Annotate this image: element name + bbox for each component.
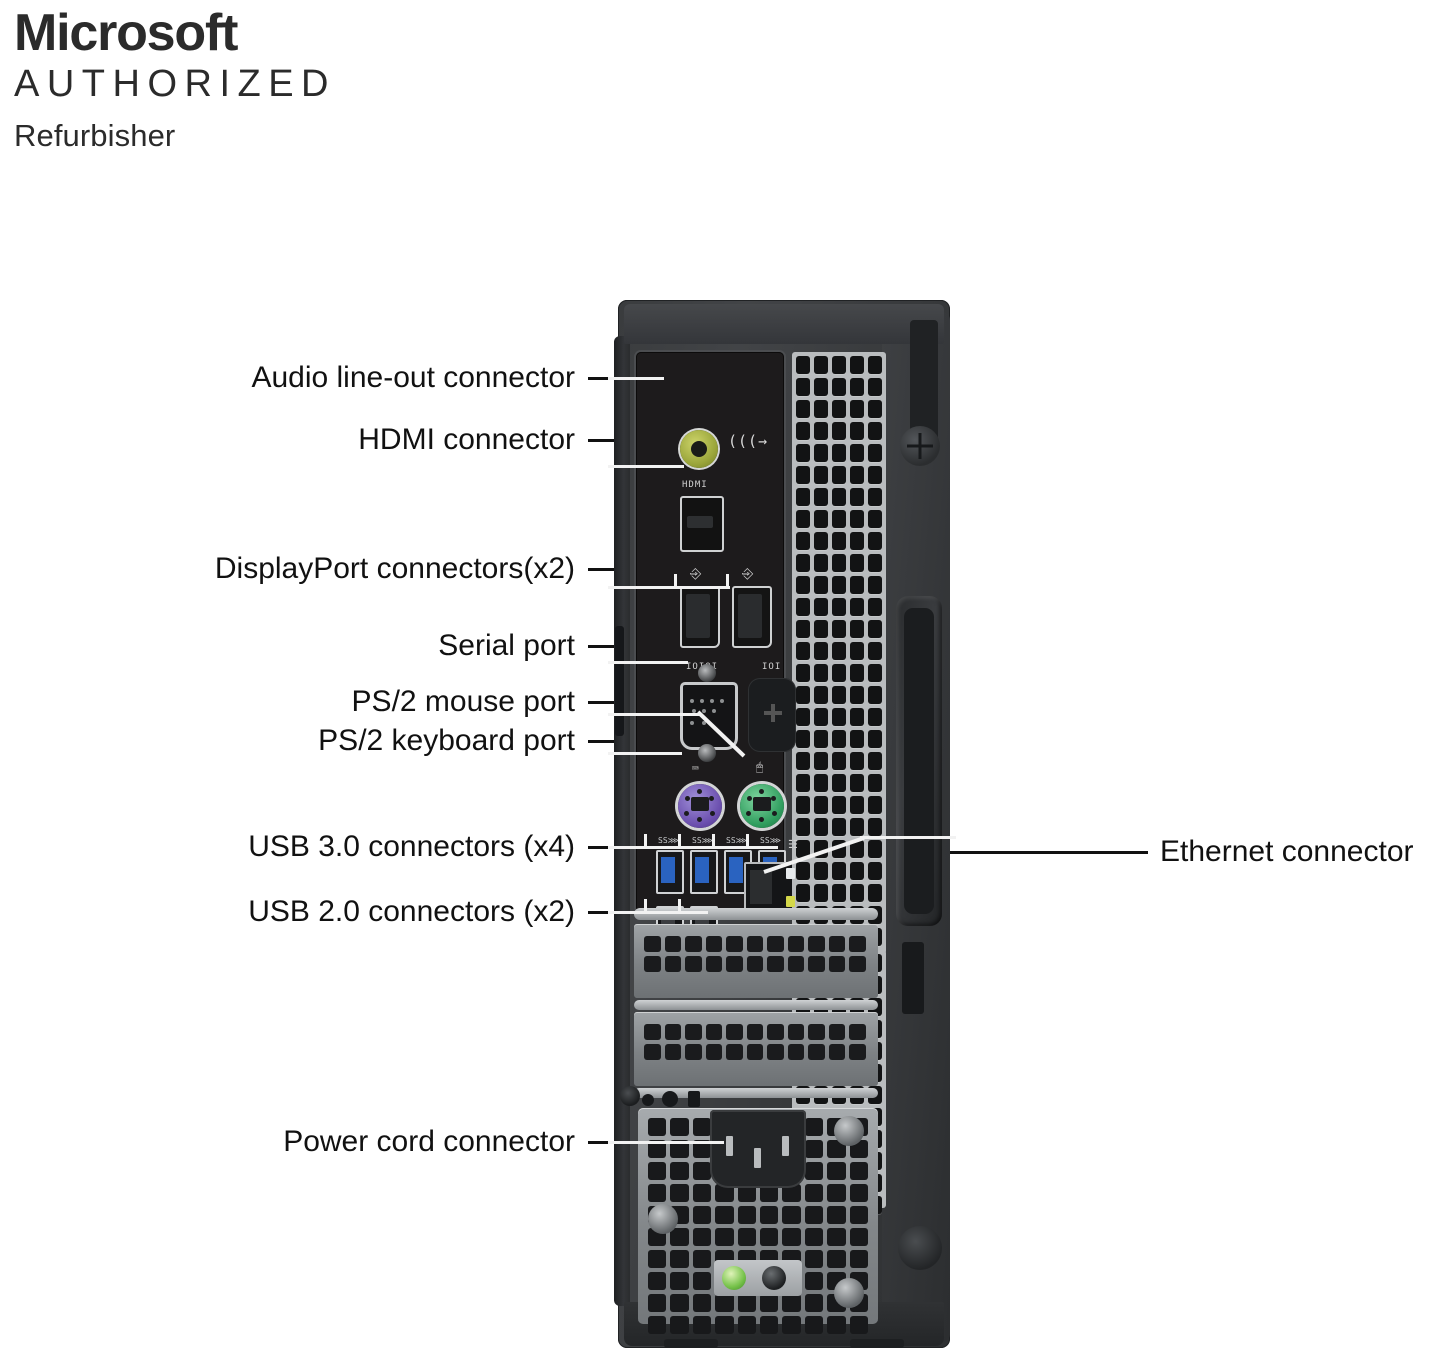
badge-role: Refurbisher — [14, 118, 176, 153]
expansion-bracket-1 — [634, 924, 878, 998]
microsoft-authorized-refurbisher-badge: Microsoft AUTHORIZED Refurbisher — [14, 4, 434, 156]
leader-white-usb20-t2 — [678, 899, 681, 913]
callout-label-usb20: USB 2.0 connectors (x2) — [248, 895, 575, 928]
audio-line-out-icon: (((→ — [728, 432, 769, 450]
badge-program: AUTHORIZED — [14, 63, 336, 105]
power-cord-connector[interactable] — [710, 1110, 806, 1188]
hdmi-port[interactable] — [680, 496, 724, 552]
ethernet-link-led — [786, 896, 795, 907]
leader-white-power — [608, 1141, 724, 1144]
chassis-left-edge — [614, 336, 630, 1306]
chassis-rivet — [620, 1086, 640, 1106]
chassis-handle-recess — [904, 608, 934, 914]
leader-white-usb30-h — [608, 846, 778, 849]
serial-screw-bottom-icon — [698, 744, 716, 762]
chassis-release-knob[interactable] — [898, 1226, 942, 1270]
callout-label-ethernet: Ethernet connector — [1160, 835, 1414, 868]
psu-screw-left[interactable] — [648, 1204, 678, 1234]
ethernet-icon: ☷ — [788, 838, 799, 851]
leader-white-usb30-t2 — [678, 834, 681, 848]
vga-marking-icon: IOI — [762, 662, 782, 672]
thumbscrew-icon[interactable] — [900, 426, 940, 466]
usb30-port-1[interactable] — [656, 850, 684, 894]
callout-label-ps2-keyboard: PS/2 keyboard port — [318, 724, 575, 757]
expansion-rail-bottom — [634, 1088, 878, 1098]
leader-white-usb30-t4 — [746, 834, 749, 848]
callout-label-usb30: USB 3.0 connectors (x4) — [248, 830, 575, 863]
leader-white-dp-tick2 — [726, 574, 729, 588]
chassis-side-slot — [902, 942, 924, 1014]
usb30-ss-icon-1: SS⋙ — [658, 836, 680, 845]
expansion-bracket-1-vent — [644, 936, 866, 972]
usb30-ss-icon-3: SS⋙ — [726, 836, 748, 845]
chassis-slot-small — [688, 1091, 700, 1107]
leader-white-usb20-h — [608, 911, 708, 914]
leader-white-usb30-t3 — [712, 834, 715, 848]
psu-screw-top-right[interactable] — [834, 1116, 864, 1146]
leader-white-dp-tick1 — [674, 574, 677, 588]
expansion-bracket-2-vent — [644, 1024, 866, 1060]
psu-indicator-cluster — [714, 1260, 802, 1296]
io-panel: (((→ HDMI ⎆ ⎆ IOIOI IOI ⌨ 🖱 — [636, 352, 798, 948]
leader-white-ps2-mouse-diag — [696, 710, 746, 758]
usb30-port-2[interactable] — [690, 850, 718, 894]
ps2-mouse-port[interactable] — [740, 784, 784, 828]
leader-line-ethernet — [828, 851, 1148, 854]
leader-white-ps2-kbd — [608, 752, 682, 755]
ps2-keyboard-icon: ⌨ — [692, 762, 700, 775]
expansion-rail-top — [634, 908, 878, 920]
displayport-marking-icon-1: ⎆ — [690, 566, 703, 582]
leader-white-audio — [608, 377, 664, 380]
ps2-mouse-icon: 🖱 — [756, 760, 765, 774]
callout-label-displayport: DisplayPort connectors(x2) — [214, 552, 575, 585]
leader-white-dp-horiz — [608, 586, 730, 589]
leader-white-ps2-mouse-h — [608, 713, 702, 716]
psu-test-button[interactable] — [762, 1266, 786, 1290]
psu-status-led — [722, 1266, 746, 1290]
displayport-port-2[interactable] — [732, 586, 772, 648]
usb30-ss-icon-4: SS⋙ — [760, 836, 782, 845]
leader-white-hdmi — [608, 465, 684, 468]
callout-label-ps2-mouse: PS/2 mouse port — [351, 685, 575, 718]
chassis-left-tab — [615, 626, 624, 736]
serial-screw-top-icon — [698, 664, 716, 682]
power-supply-unit — [638, 1108, 878, 1334]
audio-line-out-port[interactable] — [680, 430, 718, 468]
vga-blank-cross-icon — [764, 704, 782, 722]
leader-white-ethernet-diag — [763, 836, 865, 874]
ps2-keyboard-port[interactable] — [678, 784, 722, 828]
usb30-ss-icon-2: SS⋙ — [692, 836, 714, 845]
chassis-top-rail — [624, 304, 944, 344]
chassis-hole-1 — [642, 1094, 654, 1106]
callout-label-serial-port: Serial port — [438, 629, 575, 662]
hdmi-marking-icon: HDMI — [682, 480, 708, 490]
callout-label-power-cord: Power cord connector — [283, 1125, 575, 1158]
callout-label-hdmi: HDMI connector — [358, 423, 575, 456]
expansion-bracket-2 — [634, 1012, 878, 1086]
desktop-rear-panel-illustration: (((→ HDMI ⎆ ⎆ IOIOI IOI ⌨ 🖱 — [608, 296, 956, 1352]
displayport-marking-icon-2: ⎆ — [742, 566, 755, 582]
usb30-port-3[interactable] — [724, 850, 752, 894]
callout-label-audio-line-out: Audio line-out connector — [251, 361, 575, 394]
chassis-foot-left — [664, 1339, 718, 1348]
psu-screw-bottom-right[interactable] — [834, 1278, 864, 1308]
leader-white-usb30-t1 — [644, 834, 647, 848]
chassis-hole-2 — [662, 1091, 678, 1107]
ethernet-activity-led — [786, 868, 795, 879]
leader-white-ethernet-h — [860, 836, 956, 839]
chassis-foot-right — [850, 1339, 904, 1348]
displayport-port-1[interactable] — [680, 586, 720, 648]
expansion-rail-mid — [634, 1000, 878, 1010]
badge-brand: Microsoft — [14, 4, 238, 62]
leader-white-serial — [608, 661, 688, 664]
leader-white-usb20-t1 — [644, 899, 647, 913]
chassis-top-notch — [910, 320, 938, 440]
